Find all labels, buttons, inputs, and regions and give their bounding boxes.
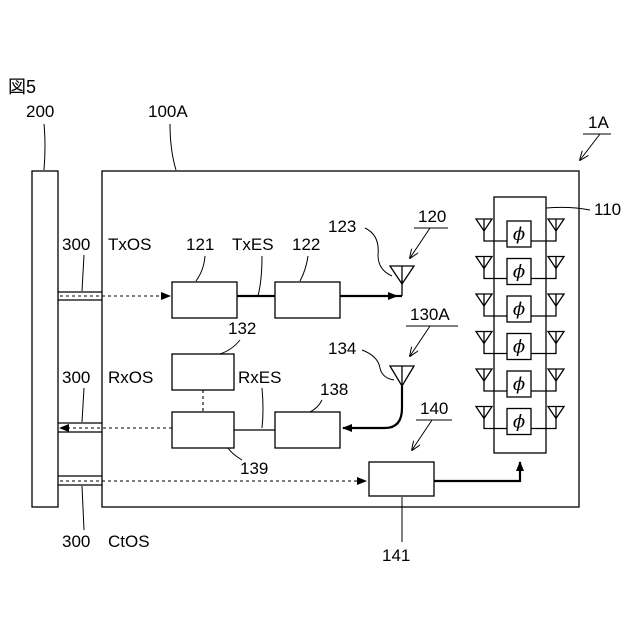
tx-amp-122 (275, 282, 340, 318)
label-134: 134 (328, 339, 356, 358)
label-rxes: RxES (238, 368, 281, 387)
phase-shifter-symbol: ϕ (513, 224, 525, 245)
rx-optical-132 (172, 354, 234, 390)
figure-title: 図5 (8, 77, 36, 97)
rx-amp-138 (275, 412, 340, 448)
label-txos: TxOS (108, 235, 151, 254)
label-200: 200 (26, 102, 54, 121)
label-132: 132 (228, 319, 256, 338)
label-110: 110 (594, 200, 621, 219)
label-300-rx: 300 (62, 368, 90, 387)
phase-shifter-symbol: ϕ (513, 412, 525, 433)
control-unit-141 (369, 462, 434, 496)
tx-converter-121 (172, 282, 237, 318)
phase-shifter-symbol: ϕ (513, 374, 525, 395)
rx-converter-139 (172, 412, 234, 448)
label-300-ct: 300 (62, 532, 90, 551)
label-rxos: RxOS (108, 368, 153, 387)
label-139: 139 (240, 459, 268, 478)
label-1a: 1A (588, 113, 609, 132)
label-120: 120 (418, 207, 446, 226)
label-140: 140 (420, 399, 448, 418)
label-txes: TxES (232, 235, 274, 254)
phase-shifter-symbol: ϕ (513, 337, 525, 358)
label-141: 141 (382, 546, 410, 565)
label-100a: 100A (148, 102, 188, 121)
label-121: 121 (186, 235, 214, 254)
label-123: 123 (328, 217, 356, 236)
label-ctos: CtOS (108, 532, 150, 551)
label-300-tx: 300 (62, 235, 90, 254)
label-122: 122 (292, 235, 320, 254)
arrow-icon (580, 134, 600, 160)
phase-shifter-symbol: ϕ (513, 262, 525, 283)
label-130a: 130A (410, 305, 450, 324)
phase-shifter-symbol: ϕ (513, 299, 525, 320)
module-200 (32, 171, 58, 507)
label-138: 138 (320, 380, 348, 399)
